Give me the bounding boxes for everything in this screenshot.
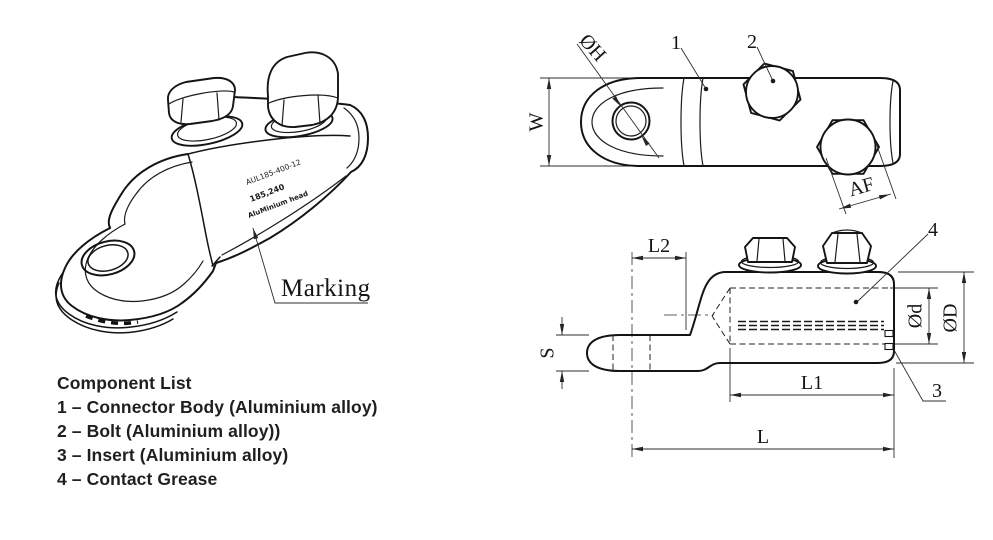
dim-L: L (632, 426, 894, 452)
callout-4: 4 (853, 219, 938, 305)
marking-line-1: AUL185-400-12 (244, 157, 302, 186)
component-list: Component List 1 – Connector Body (Alumi… (57, 371, 378, 491)
isometric-bolt-left (167, 76, 244, 147)
isometric-view: AUL185-400-12 185,240 AluMinium head Mar… (54, 51, 371, 334)
palm-inner-contour (84, 223, 204, 303)
marking-label: Marking (281, 275, 371, 302)
side-view: L2 S Ød ØD L1 (537, 219, 974, 458)
insert-pieces (884, 329, 894, 351)
palm-hole-outer (80, 239, 136, 277)
callout-3: 3 (893, 349, 946, 402)
isometric-bolt-right (264, 51, 339, 139)
dim-W-label: W (526, 112, 548, 131)
callout-2-label: 2 (747, 31, 757, 53)
top-view-hole-outer (611, 101, 651, 141)
bolt-right-head (266, 51, 339, 128)
component-list-item: 1 – Connector Body (Aluminium alloy) (57, 397, 378, 417)
component-list-item: 2 – Bolt (Aluminium alloy)) (57, 421, 281, 441)
dim-L1-label: L1 (801, 372, 823, 394)
dim-S-label: S (537, 347, 559, 358)
callout-2: 2 (747, 31, 776, 84)
top-view-bolt-1 (742, 62, 802, 122)
top-view-body-outline (580, 77, 901, 167)
top-view-hole-inner (615, 105, 647, 137)
component-list-title: Component List (57, 373, 192, 393)
dim-L2-label: L2 (648, 235, 670, 257)
palm-hole-inner (87, 244, 129, 272)
marking-callout: Marking (252, 227, 371, 304)
top-view-mouth-line (889, 80, 894, 164)
side-view-bolt-right (817, 229, 877, 275)
callout-1: 1 (671, 32, 709, 92)
callout-1-label: 1 (671, 32, 681, 54)
thread-band (738, 320, 884, 331)
saddle-right-edge (187, 153, 221, 267)
side-view-body-outline (586, 271, 895, 372)
barrel (187, 96, 369, 264)
palm-hole-hidden-lines (612, 335, 651, 371)
dim-Od-label: Ød (905, 304, 927, 328)
dim-S: S (537, 317, 565, 389)
dim-OD: ØD (940, 272, 967, 363)
top-view-collar-lines (680, 77, 704, 167)
callout-4-label: 4 (928, 219, 938, 241)
dim-L-label: L (757, 426, 769, 448)
side-view-bolt-left (738, 237, 802, 274)
saddle-inner-arc (123, 161, 193, 225)
dim-OH: ØH (575, 30, 660, 159)
callout-3-label: 3 (932, 380, 942, 402)
dim-L2: L2 (632, 235, 686, 261)
top-view-palm-inner (591, 87, 664, 157)
bolt-left-head (167, 76, 236, 126)
dim-L1: L1 (730, 372, 894, 398)
palm-outline (59, 227, 217, 322)
dim-AF-label: AF (846, 173, 877, 201)
top-view-bolt-2 (816, 118, 880, 176)
marking-text-on-barrel: AUL185-400-12 185,240 AluMinium head (244, 157, 309, 219)
dim-OH-label: ØH (575, 30, 611, 66)
saddle-outer-arc (107, 153, 189, 229)
component-list-item: 3 – Insert (Aluminium alloy) (57, 445, 289, 465)
top-view: W ØH AF 1 (526, 30, 901, 215)
palm-thickness-layers (54, 273, 178, 334)
dim-OD-label: ØD (940, 304, 962, 333)
component-list-item: 4 – Contact Grease (57, 469, 218, 489)
bore-hidden-outline (711, 287, 888, 345)
dim-W: W (526, 78, 552, 166)
dim-Od: Ød (905, 288, 932, 344)
